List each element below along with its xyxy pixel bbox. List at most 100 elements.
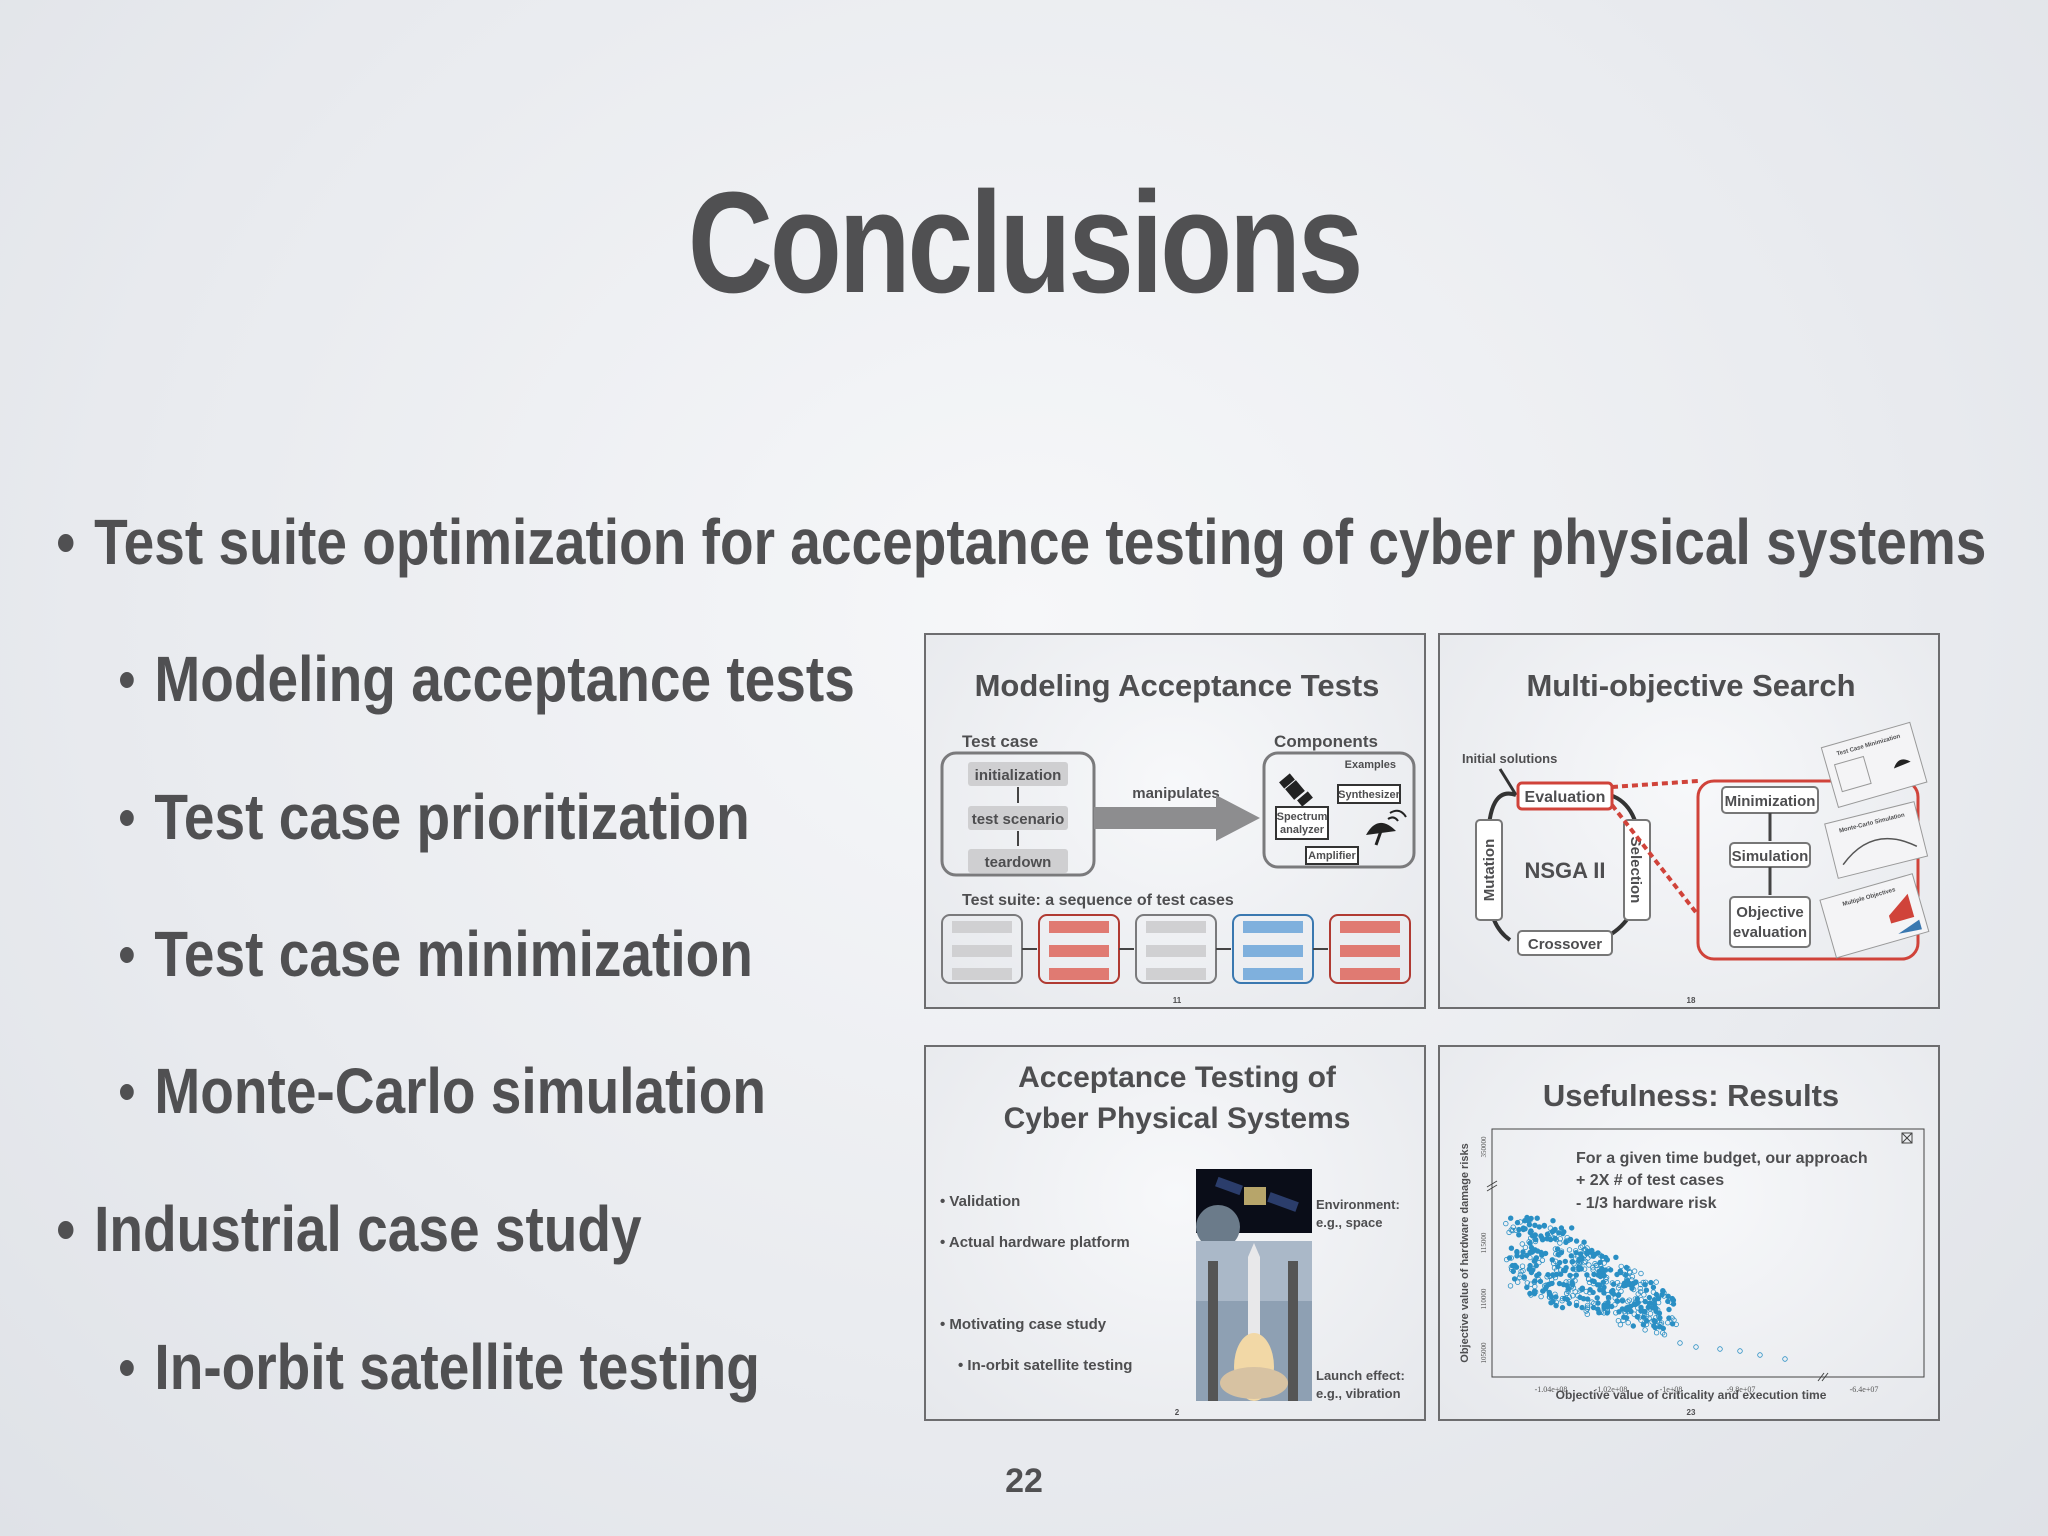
crossover-box bbox=[1517, 930, 1613, 956]
scatter-point bbox=[1601, 1310, 1607, 1316]
motivating-bullet: • Motivating case study bbox=[940, 1316, 1107, 1333]
objective-evaluation-box bbox=[1729, 896, 1811, 948]
scatter-point bbox=[1617, 1322, 1624, 1328]
scatter-point bbox=[1568, 1225, 1575, 1231]
scatter-point bbox=[1531, 1288, 1538, 1294]
inorbit-sub-bullet: • In-orbit satellite testing bbox=[958, 1357, 1132, 1374]
svg-text:Objective value of criticality: Objective value of criticality and execu… bbox=[1556, 1388, 1827, 1402]
scatter-point bbox=[1581, 1239, 1587, 1245]
scatter-point bbox=[1717, 1346, 1723, 1352]
scatter-point bbox=[1508, 1255, 1514, 1261]
scatter-point bbox=[1601, 1303, 1607, 1309]
scatter-point bbox=[1628, 1308, 1634, 1315]
scatter-point bbox=[1570, 1266, 1576, 1272]
scatter-point bbox=[1594, 1262, 1600, 1269]
scatter-point bbox=[1519, 1253, 1525, 1260]
scatter-point bbox=[1506, 1255, 1513, 1261]
scatter-point bbox=[1555, 1263, 1561, 1270]
scatter-point bbox=[1618, 1263, 1624, 1270]
bullet-dot bbox=[58, 534, 74, 553]
svg-text:105000: 105000 bbox=[1480, 1342, 1488, 1364]
validation-bullet: • Validation bbox=[940, 1193, 1020, 1210]
scatter-point bbox=[1615, 1285, 1622, 1291]
scatter-point bbox=[1595, 1306, 1601, 1312]
scatter-point bbox=[1520, 1267, 1526, 1274]
svg-text:e.g., space: e.g., space bbox=[1316, 1215, 1382, 1230]
scatter-point bbox=[1577, 1255, 1583, 1262]
scatter-point bbox=[1509, 1262, 1516, 1269]
scatter-point bbox=[1541, 1223, 1548, 1229]
scatter-point bbox=[1622, 1272, 1629, 1278]
scatter-point bbox=[1559, 1304, 1566, 1311]
scatter-point bbox=[1643, 1287, 1650, 1293]
scatter-point bbox=[1651, 1318, 1658, 1324]
scatter-point bbox=[1522, 1226, 1528, 1232]
scatter-point bbox=[1600, 1279, 1606, 1285]
scatter-point bbox=[1563, 1264, 1569, 1271]
scatter-point bbox=[1538, 1233, 1544, 1239]
scatter-point bbox=[1569, 1259, 1575, 1265]
bullet-industrial-case: Industrial case study bbox=[58, 1192, 642, 1266]
svg-text:Synthesizer: Synthesizer bbox=[1338, 789, 1400, 801]
svg-text:Components: Components bbox=[1274, 732, 1378, 751]
scatter-point bbox=[1591, 1300, 1597, 1306]
scatter-point bbox=[1533, 1262, 1539, 1269]
svg-text:18: 18 bbox=[1687, 996, 1696, 1005]
scatter-point bbox=[1631, 1301, 1637, 1308]
thumb-title: Modeling Acceptance Tests bbox=[975, 668, 1380, 703]
scatter-point bbox=[1605, 1291, 1611, 1298]
dish-antenna-icon bbox=[1366, 809, 1407, 846]
satellite-photo bbox=[1196, 1169, 1312, 1249]
svg-text:Objective: Objective bbox=[1736, 904, 1804, 921]
scatter-point bbox=[1553, 1299, 1560, 1306]
scatter-point bbox=[1649, 1305, 1656, 1311]
svg-text:manipulates: manipulates bbox=[1132, 785, 1220, 802]
scatter-point bbox=[1613, 1254, 1619, 1260]
scatter-point bbox=[1658, 1320, 1665, 1326]
scatter-point bbox=[1529, 1249, 1535, 1255]
scatter-point bbox=[1556, 1252, 1562, 1258]
scatter-point bbox=[1573, 1249, 1579, 1256]
scatter-point bbox=[1653, 1330, 1660, 1336]
scatter-point bbox=[1646, 1315, 1652, 1321]
svg-text:test scenario: test scenario bbox=[972, 811, 1065, 828]
scatter-point bbox=[1590, 1289, 1596, 1296]
scatter-point bbox=[1660, 1325, 1666, 1332]
bullet-dot bbox=[58, 1221, 74, 1240]
scatter-point bbox=[1585, 1276, 1592, 1282]
scatter-point bbox=[1543, 1282, 1549, 1288]
scatter-point bbox=[1564, 1234, 1570, 1241]
svg-text:Examples: Examples bbox=[1345, 759, 1396, 771]
scatter-point bbox=[1638, 1270, 1644, 1277]
svg-text:teardown: teardown bbox=[985, 854, 1052, 871]
scatter-point bbox=[1534, 1248, 1541, 1254]
scatter-point bbox=[1548, 1299, 1554, 1306]
suite-case bbox=[1329, 914, 1411, 984]
scatter-point bbox=[1578, 1266, 1584, 1272]
scatter-point bbox=[1589, 1247, 1595, 1254]
scatter-point bbox=[1581, 1252, 1588, 1259]
scatter-point bbox=[1649, 1319, 1655, 1325]
svg-text:Objective value of hardware da: Objective value of hardware damage risks bbox=[1459, 1143, 1471, 1362]
scatter-point bbox=[1560, 1281, 1567, 1288]
scatter-point bbox=[1631, 1268, 1638, 1274]
svg-text:Minimization: Minimization bbox=[1725, 793, 1816, 810]
bullet-cps-optimization: Test suite optimization for acceptance t… bbox=[58, 505, 1986, 579]
scatter-point bbox=[1514, 1219, 1521, 1226]
scatter-point bbox=[1568, 1253, 1574, 1259]
scatter-point bbox=[1575, 1292, 1581, 1299]
svg-text:analyzer: analyzer bbox=[1280, 824, 1325, 836]
scatter-point bbox=[1608, 1288, 1615, 1295]
scatter-point bbox=[1623, 1315, 1630, 1321]
scatter-point bbox=[1558, 1225, 1565, 1231]
scatter-point bbox=[1534, 1272, 1540, 1279]
scatter-point bbox=[1661, 1332, 1668, 1338]
scatter-point bbox=[1641, 1292, 1647, 1298]
scatter-point bbox=[1552, 1258, 1559, 1264]
scatter-point bbox=[1508, 1245, 1515, 1251]
scatter-point bbox=[1517, 1271, 1524, 1278]
scatter-point bbox=[1579, 1286, 1585, 1293]
scatter-point bbox=[1590, 1267, 1596, 1273]
scatter-point bbox=[1558, 1248, 1565, 1254]
svg-text:350000: 350000 bbox=[1480, 1136, 1488, 1158]
